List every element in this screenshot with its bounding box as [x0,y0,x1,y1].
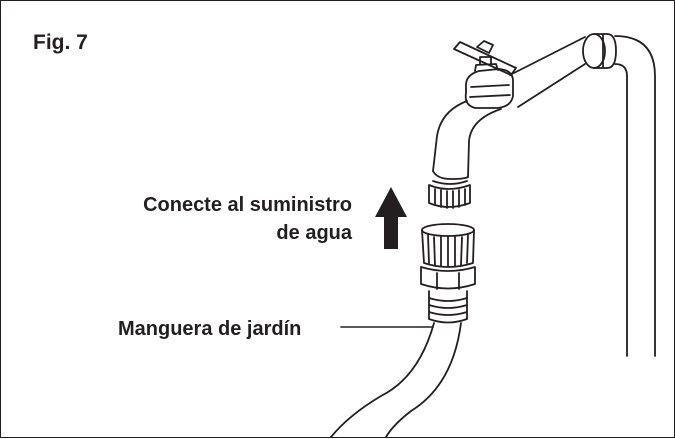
garden-hose-icon [330,322,462,438]
wall-pipe [582,33,656,357]
hose-connector [420,223,476,324]
hose-label: Manguera de jardín [118,318,302,340]
instruction-label: Conecte al suministro de agua [143,191,352,247]
instruction-line-2: de agua [276,222,352,244]
faucet-icon [428,36,586,209]
instruction-line-1: Conecte al suministro [143,194,352,216]
figure-label: Fig. 7 [33,31,88,54]
up-arrow-icon [375,187,407,249]
